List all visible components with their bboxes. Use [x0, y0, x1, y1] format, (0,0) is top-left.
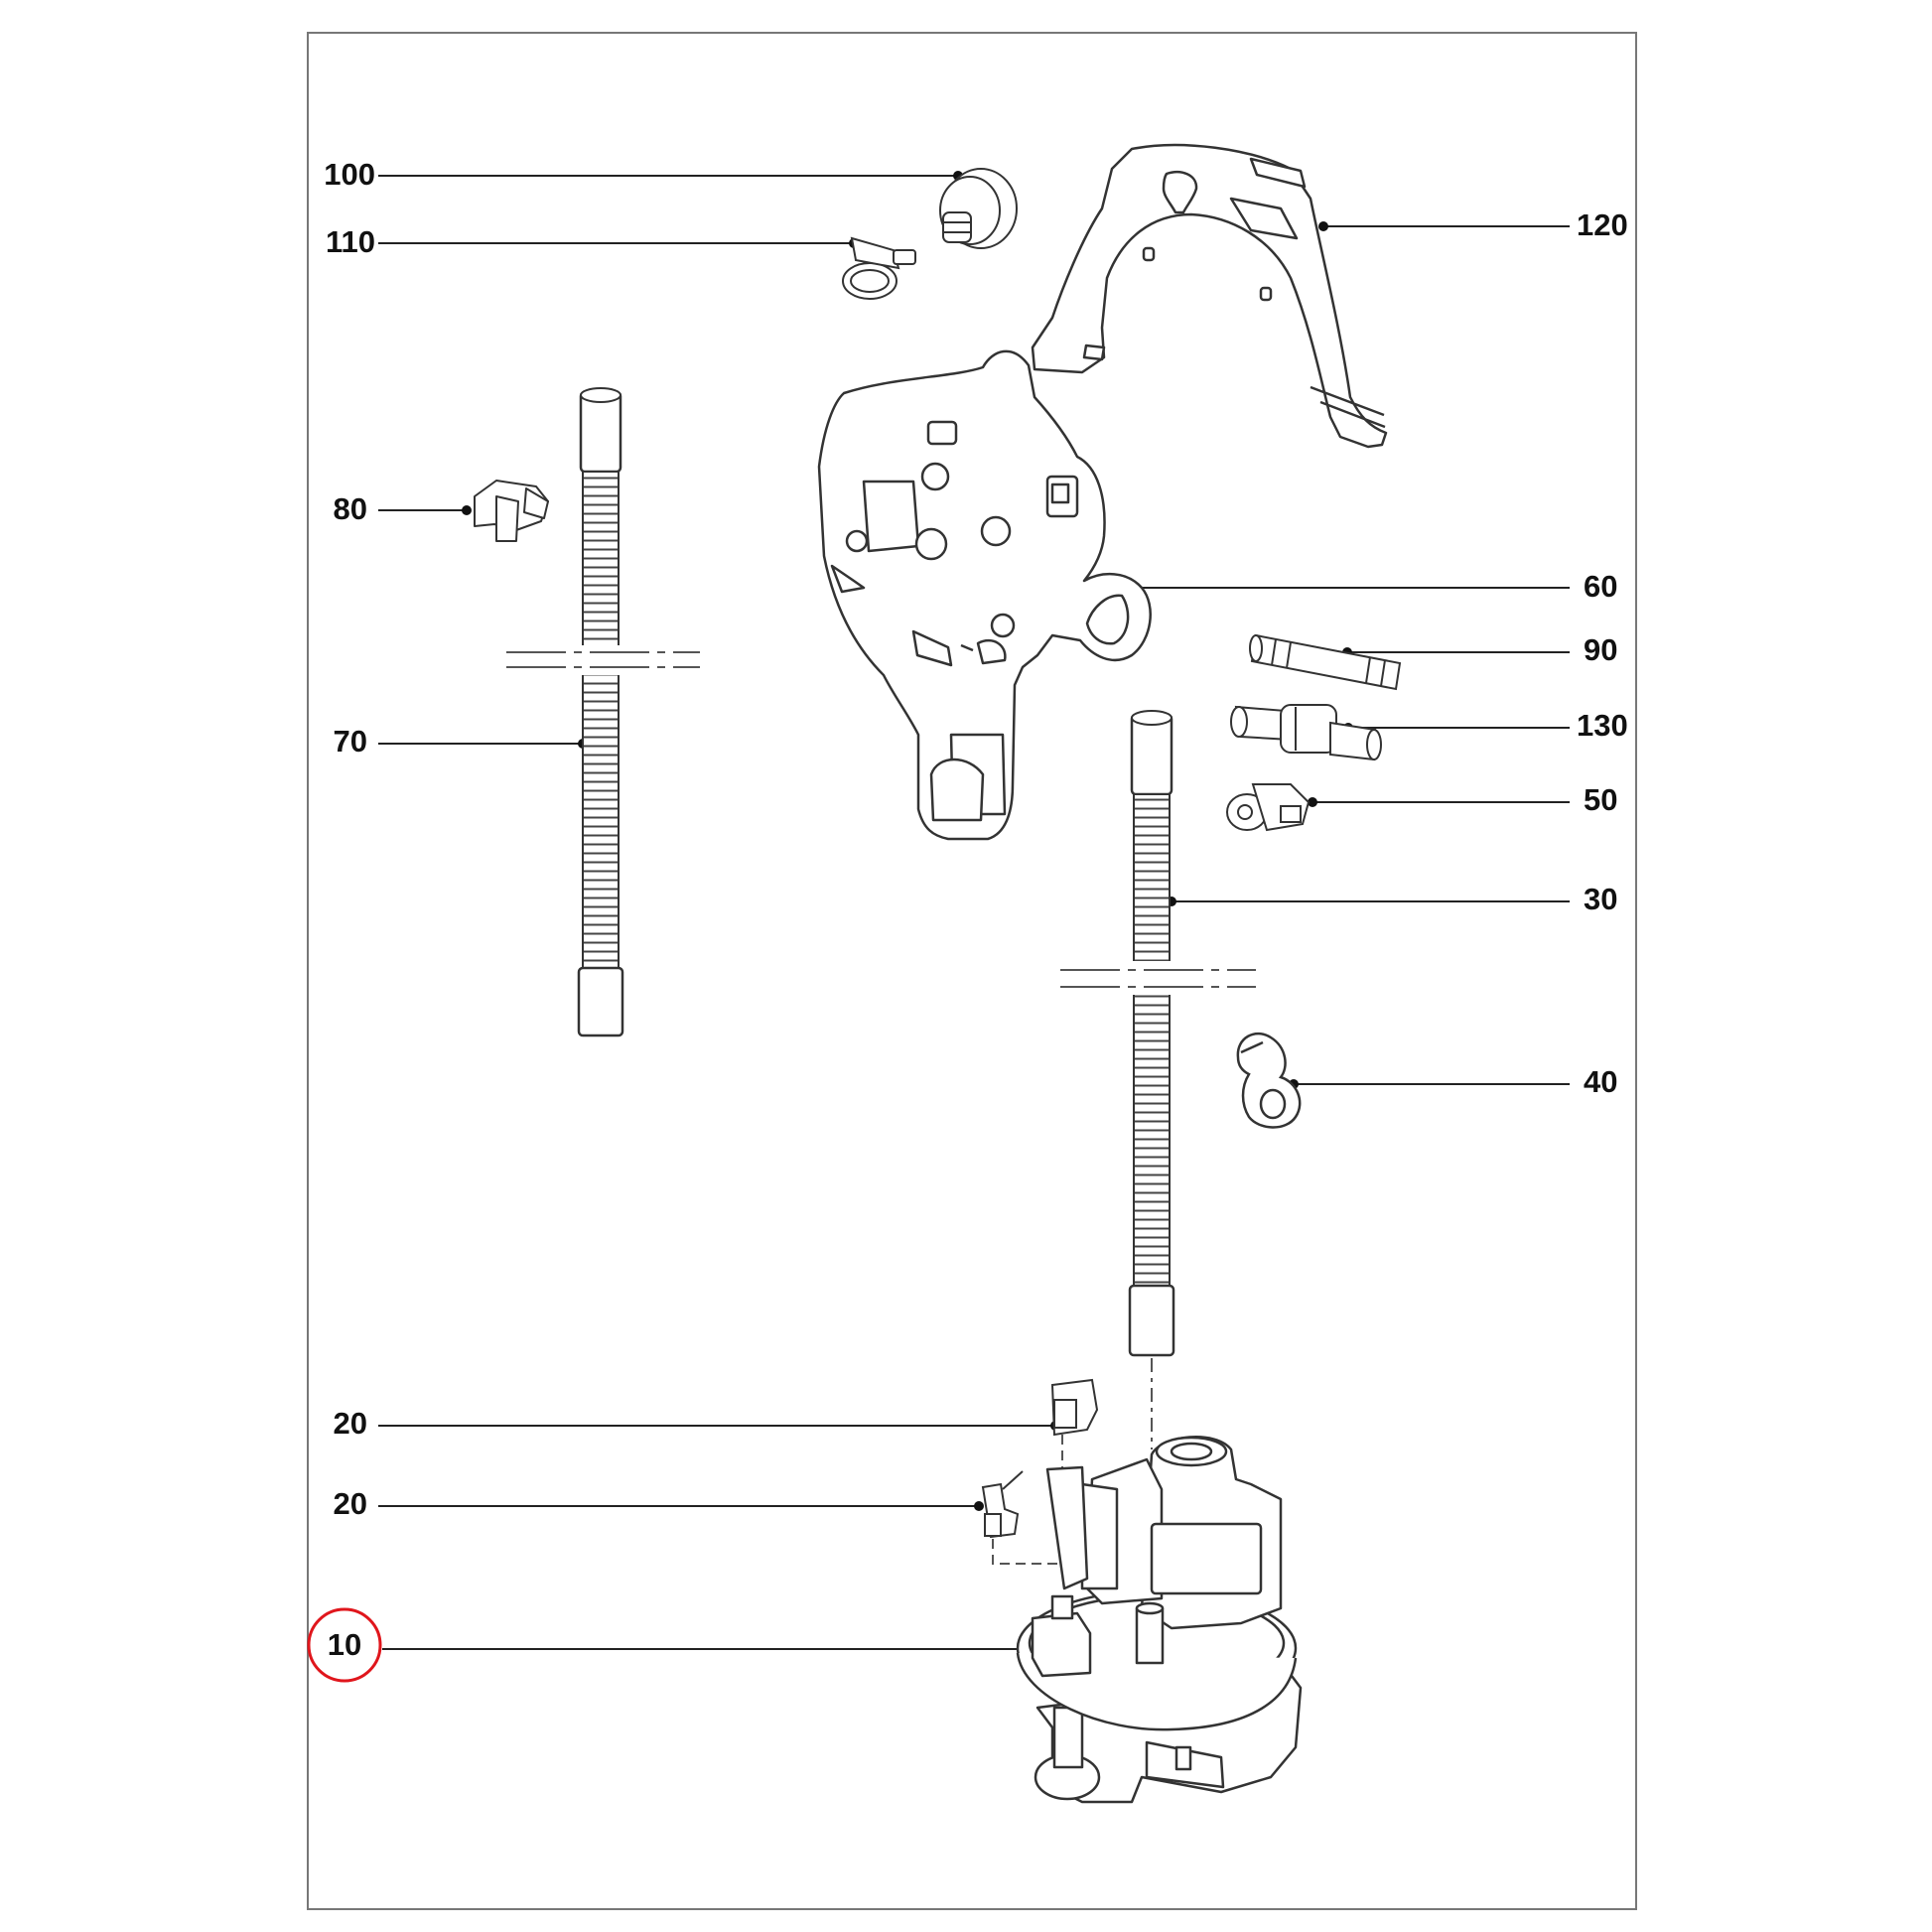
callout-label-20b: 20 [333, 1486, 367, 1521]
callout-label-80: 80 [333, 491, 367, 526]
callout-label-100: 100 [324, 157, 375, 192]
callout-10-highlight-ring [307, 1607, 382, 1683]
part-60-housing [817, 349, 1152, 841]
part-30-hose [1052, 710, 1261, 1449]
part-70-hose [496, 387, 705, 1037]
part-130-fitting [1230, 704, 1382, 761]
callout-label-20a: 20 [333, 1406, 367, 1441]
callout-label-110: 110 [325, 224, 375, 259]
part-100-plug [939, 168, 1018, 249]
part-90-connector [1249, 633, 1402, 691]
part-20b-connector [981, 1470, 1062, 1565]
callout-label-10: 10 [327, 1627, 362, 1662]
callout-label-60: 60 [1584, 569, 1618, 604]
callout-label-120: 120 [1577, 207, 1628, 242]
callout-label-40: 40 [1584, 1064, 1618, 1099]
callout-label-90: 90 [1584, 632, 1618, 667]
diagram-frame [307, 32, 1637, 1910]
callout-label-30: 30 [1584, 882, 1618, 916]
callout-label-70: 70 [333, 724, 367, 759]
callout-label-130: 130 [1577, 708, 1628, 743]
part-40-p-clip [1236, 1032, 1302, 1129]
part-10-pump [1016, 1436, 1303, 1804]
part-20a-connector [1050, 1378, 1099, 1489]
leader-lines [378, 175, 1570, 1650]
part-120-bracket [1031, 143, 1388, 449]
part-50-clamp [1226, 783, 1311, 832]
part-110-hose-clamp [842, 236, 916, 300]
callout-label-50: 50 [1584, 782, 1618, 817]
part-80-clip [474, 480, 549, 542]
